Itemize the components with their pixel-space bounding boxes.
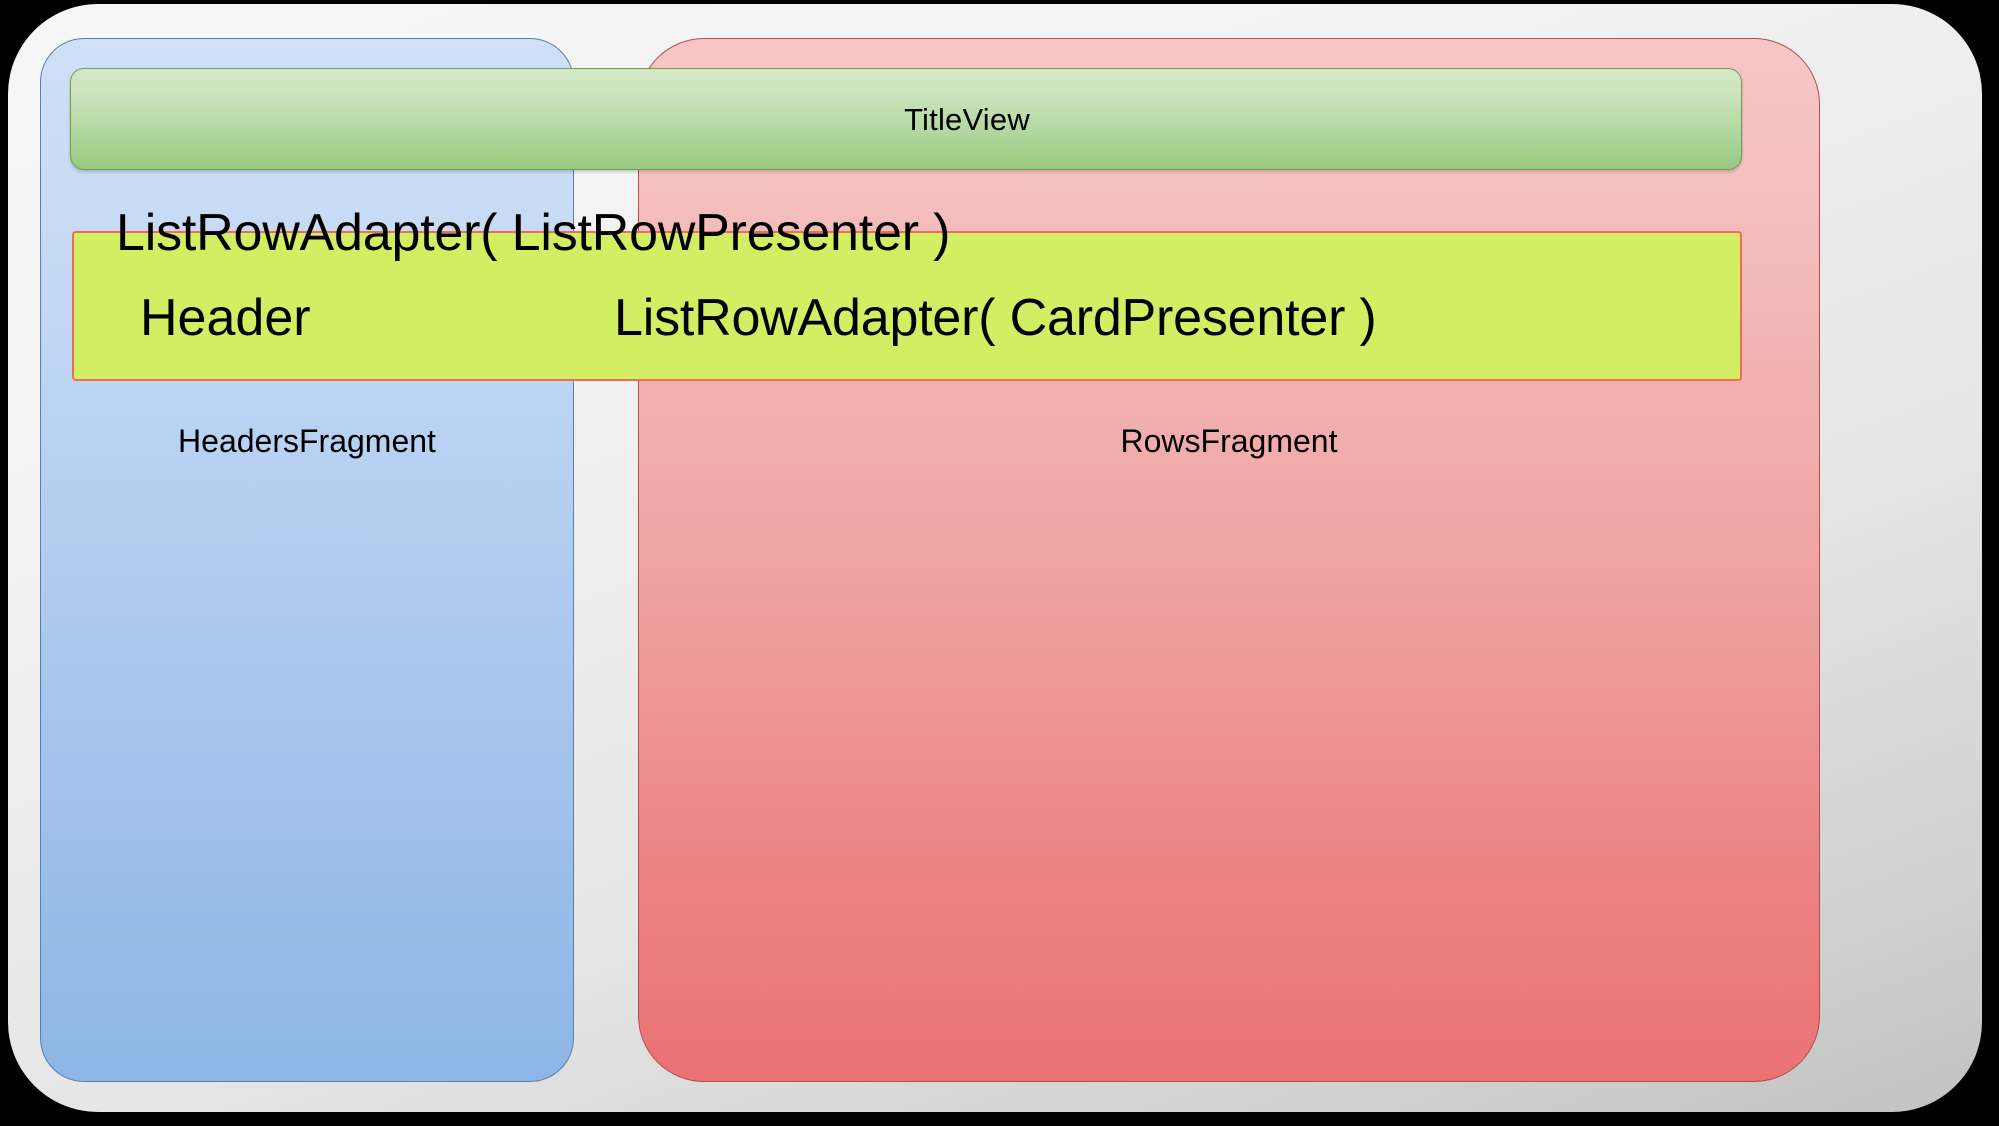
- title-view-label: TitleView: [904, 102, 1030, 137]
- list-row-adapter-box: [72, 231, 1742, 381]
- rows-fragment-label: RowsFragment: [1120, 423, 1338, 459]
- list-row-adapter-rowpresenter-label: ListRowAdapter( ListRowPresenter ): [116, 204, 951, 262]
- list-row-adapter-cardpresenter-label: ListRowAdapter( CardPresenter ): [614, 289, 1377, 347]
- headers-fragment-panel: [40, 38, 574, 1082]
- header-label: Header: [140, 289, 311, 347]
- rows-fragment-panel: [638, 38, 1820, 1082]
- title-view-bar: TitleView: [70, 68, 1742, 170]
- headers-fragment-label: HeadersFragment: [178, 423, 436, 459]
